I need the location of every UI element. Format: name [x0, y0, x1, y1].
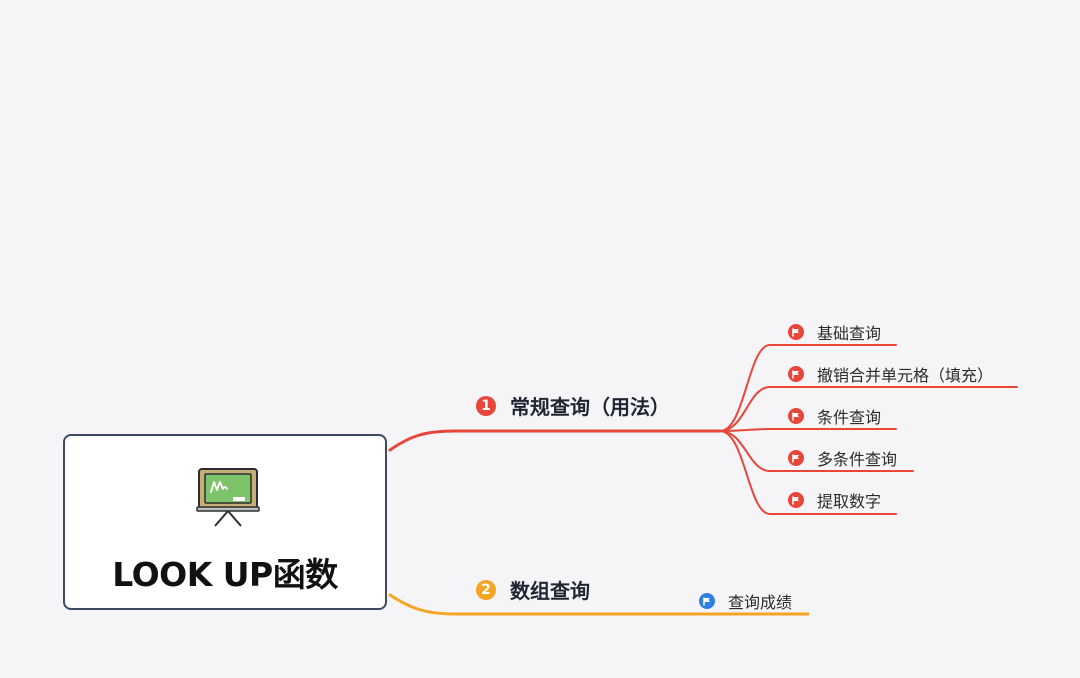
flag-icon [788, 324, 804, 340]
leaf-unmerge-fill[interactable]: 撤销合并单元格（填充） [788, 362, 993, 386]
root-title: LOOK UP函数 [112, 555, 338, 594]
chalkboard-icon [196, 468, 260, 527]
flag-icon [699, 593, 715, 609]
leaf-label: 撤销合并单元格（填充） [817, 366, 994, 385]
leaf-query-grades[interactable]: 查询成绩 [699, 589, 792, 613]
leaf-extract-numbers[interactable]: 提取数字 [788, 488, 881, 512]
branch-array-query[interactable]: 2 数组查询 [476, 575, 590, 604]
branch-label: 数组查询 [510, 579, 590, 603]
leaf-label: 基础查询 [817, 324, 882, 343]
flag-icon [788, 408, 804, 424]
flag-icon [788, 450, 804, 466]
leaf-multi-condition-query[interactable]: 多条件查询 [788, 446, 897, 470]
connector-leaf-2 [719, 386, 1018, 432]
flag-icon [788, 492, 804, 508]
connector-root-branch-1 [388, 429, 722, 452]
connector-leaf-5 [719, 430, 897, 515]
connector-root-branch-2 [388, 593, 810, 616]
root-topic[interactable]: LOOK UP函数 [63, 434, 387, 610]
branch-number-badge: 1 [476, 395, 496, 416]
leaf-label: 查询成绩 [728, 593, 793, 612]
branch-regular-query[interactable]: 1 常规查询（用法） [476, 391, 670, 420]
branch-label: 常规查询（用法） [510, 395, 670, 419]
leaf-label: 多条件查询 [817, 450, 898, 469]
connector-leaf-1 [719, 344, 897, 432]
leaf-basic-query[interactable]: 基础查询 [788, 320, 881, 344]
flag-icon [788, 366, 804, 382]
leaf-label: 条件查询 [817, 408, 882, 427]
connector-leaf-4 [719, 430, 914, 472]
leaf-label: 提取数字 [817, 492, 882, 511]
leaf-conditional-query[interactable]: 条件查询 [788, 404, 881, 428]
connector-leaf-3 [719, 428, 897, 432]
branch-number-badge: 2 [476, 579, 496, 600]
